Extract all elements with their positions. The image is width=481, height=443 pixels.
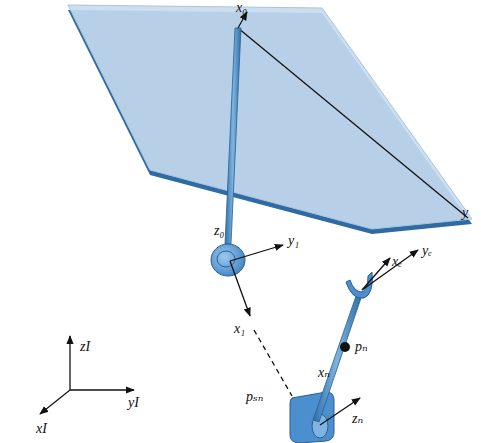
last-link [313, 296, 361, 422]
axis-label: xₙ [318, 366, 330, 380]
point-pn [340, 342, 350, 352]
xI-arrow [40, 390, 70, 414]
axis-label: pₛₙ [246, 390, 263, 404]
y1-arrow [230, 245, 283, 261]
axis-label: x₁ [234, 322, 245, 336]
omitted-links [254, 330, 292, 396]
axis-label: yI [128, 396, 139, 410]
joint-hub [217, 251, 235, 267]
axis-label: y [462, 206, 468, 220]
axis-label: xₑ [392, 255, 402, 269]
x1-arrow [230, 261, 250, 316]
first-link [225, 28, 241, 244]
yI-arrow [70, 389, 134, 390]
axis-label: y₁ [288, 234, 299, 248]
axis-label: zₙ [352, 412, 363, 426]
axis-label: z₀ [214, 224, 224, 238]
last-joint [290, 392, 334, 443]
xe-arrow [362, 258, 390, 290]
axis-label: yₑ [422, 244, 432, 258]
joint [211, 244, 245, 276]
platform [68, 5, 472, 229]
axis-label: xI [36, 422, 47, 436]
y-axis-line [238, 28, 468, 218]
ye-arrow [362, 250, 418, 290]
axis-label: zI [80, 340, 90, 354]
axis-label: pₙ [355, 340, 368, 354]
zI-arrow [69, 336, 70, 390]
axis-label: x₀ [236, 1, 247, 15]
